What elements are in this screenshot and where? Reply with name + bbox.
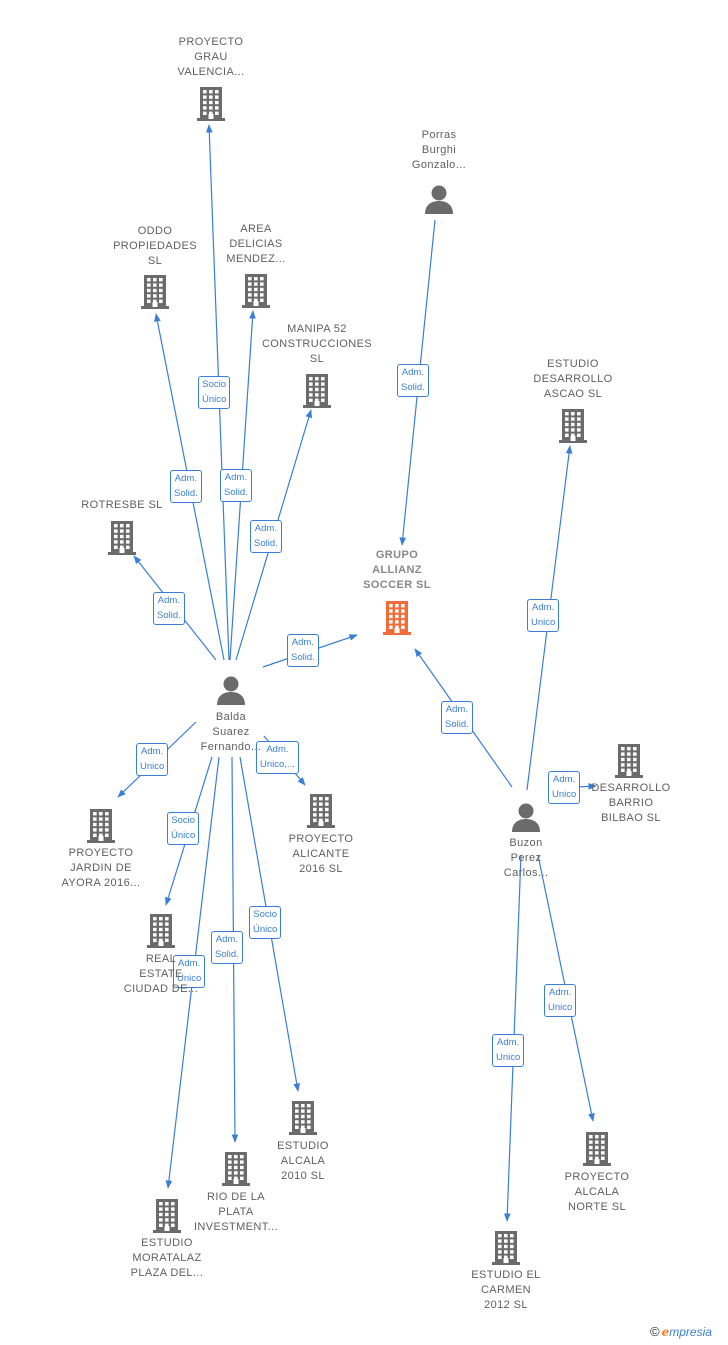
carmen-building-icon[interactable]	[490, 1229, 522, 1270]
alcala2010-building-icon[interactable]	[287, 1099, 319, 1140]
node-label-oddo[interactable]: ODDO PROPIEDADES SL	[113, 225, 197, 267]
edge-label-porras-to-allianz[interactable]: Adm. Solid.	[397, 364, 429, 397]
node-label-alcalanorte[interactable]: PROYECTO ALCALA NORTE SL	[564, 1171, 630, 1213]
node-label-carmen[interactable]: ESTUDIO EL CARMEN 2012 SL	[471, 1269, 541, 1311]
edge-label-buzon-to-allianz[interactable]: Adm. Solid.	[441, 701, 473, 734]
node-label-jardin[interactable]: PROYECTO JARDIN DE AYORA 2016...	[61, 847, 141, 889]
alcalanorte-building-icon[interactable]	[581, 1130, 613, 1171]
jardin-building-icon[interactable]	[85, 807, 117, 848]
node-label-delicias[interactable]: AREA DELICIAS MENDEZ...	[226, 223, 286, 265]
edge-label-balda-to-allianz[interactable]: Adm. Solid.	[287, 634, 319, 667]
bilbao-building-icon[interactable]	[613, 742, 645, 783]
manipa-building-icon[interactable]	[301, 372, 333, 413]
edge-label-buzon-to-alcalanorte[interactable]: Adm. Unico	[544, 984, 577, 1017]
ascao-building-icon[interactable]	[557, 407, 589, 448]
edge-label-balda-to-delicias[interactable]: Adm. Solid.	[220, 469, 252, 502]
edge-layer	[117, 124, 597, 1222]
node-label-rotresbe[interactable]: ROTRESBE SL	[81, 499, 163, 511]
oddo-building-icon[interactable]	[139, 273, 171, 314]
real-building-icon[interactable]	[145, 912, 177, 953]
edge-label-balda-to-moratalaz[interactable]: Adm. Unico	[173, 955, 206, 988]
delicias-building-icon[interactable]	[240, 272, 272, 313]
node-label-allianz[interactable]: GRUPO ALLIANZ SOCCER SL	[363, 549, 431, 591]
buzon-person-icon[interactable]	[511, 802, 541, 837]
node-label-manipa[interactable]: MANIPA 52 CONSTRUCCIONES SL	[261, 323, 373, 365]
edge-label-balda-to-oddo[interactable]: Adm. Solid.	[170, 470, 202, 503]
edge-label-balda-to-manipa[interactable]: Adm. Solid.	[250, 520, 282, 553]
node-label-buzon[interactable]: Buzon Perez Carlos...	[503, 837, 549, 879]
node-label-alcala2010[interactable]: ESTUDIO ALCALA 2010 SL	[277, 1140, 329, 1182]
node-label-alicante[interactable]: PROYECTO ALICANTE 2016 SL	[288, 833, 354, 875]
porras-person-icon[interactable]	[424, 184, 454, 219]
balda-person-icon[interactable]	[216, 675, 246, 710]
edge-label-balda-to-alcala2010[interactable]: Socio Único	[249, 906, 282, 939]
node-label-balda[interactable]: Balda Suarez Fernando...	[200, 711, 262, 753]
grau-building-icon[interactable]	[195, 85, 227, 126]
alicante-building-icon[interactable]	[305, 792, 337, 833]
brand-initial: e	[661, 1325, 670, 1339]
rotresbe-building-icon[interactable]	[106, 519, 138, 560]
node-label-porras[interactable]: Porras Burghi Gonzalo...	[411, 129, 467, 171]
allianz-building-icon[interactable]	[381, 599, 413, 640]
copyright-symbol: ©	[650, 1324, 660, 1339]
edge-label-buzon-to-carmen[interactable]: Adm. Unico	[492, 1034, 525, 1067]
edge-label-balda-to-jardin[interactable]: Adm. Unico	[136, 743, 169, 776]
node-label-riodelaplata[interactable]: RIO DE LA PLATA INVESTMENT...	[193, 1191, 279, 1233]
node-label-ascao[interactable]: ESTUDIO DESARROLLO ASCAO SL	[533, 358, 613, 400]
node-label-moratalaz[interactable]: ESTUDIO MORATALAZ PLAZA DEL...	[130, 1237, 204, 1279]
edge-label-balda-to-grau[interactable]: Socio Único	[198, 376, 231, 409]
node-label-grau[interactable]: PROYECTO GRAU VALENCIA...	[177, 36, 245, 78]
edge-label-balda-to-rotresbe[interactable]: Adm. Solid.	[153, 592, 185, 625]
empresia-logo[interactable]: ©empresia	[650, 1324, 712, 1339]
riodelaplata-building-icon[interactable]	[220, 1150, 252, 1191]
moratalaz-building-icon[interactable]	[151, 1197, 183, 1238]
edge-label-buzon-to-bilbao[interactable]: Adm. Unico	[548, 771, 581, 804]
edge-label-balda-to-riodelaplata[interactable]: Adm. Solid.	[211, 931, 243, 964]
node-label-bilbao[interactable]: DESARROLLO BARRIO BILBAO SL	[591, 782, 671, 824]
edge-label-balda-to-alicante[interactable]: Adm. Unico,...	[256, 741, 299, 774]
edge-label-balda-to-real[interactable]: Socio Único	[167, 812, 200, 845]
node-label-real[interactable]: REAL ESTATE CIUDAD DE...	[123, 953, 199, 995]
brand-name: mpresia	[669, 1325, 712, 1339]
edge-label-buzon-to-ascao[interactable]: Adm. Unico	[527, 599, 560, 632]
